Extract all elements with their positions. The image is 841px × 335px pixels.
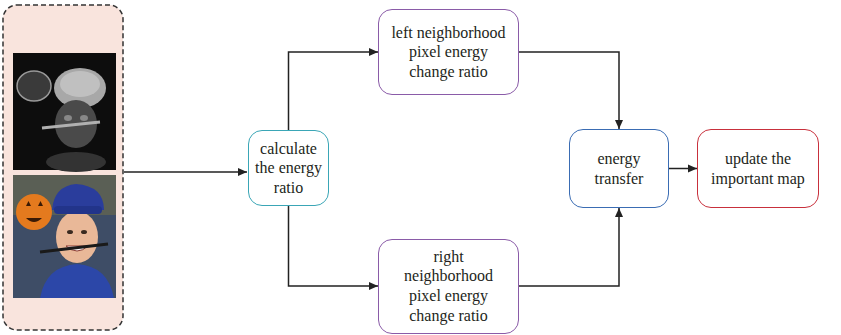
input-photo [13,175,116,298]
node-label: right neighborhood pixel energy change r… [391,247,506,325]
flow-arrow [289,206,379,286]
input-panel [3,5,123,330]
node-content: calculate the energy ratio [254,139,323,198]
flow-arrow [289,52,379,130]
node-label: update the important map [710,149,806,188]
process-box: left neighborhood pixel energy change ra… [378,9,519,95]
input-arrow [124,171,247,173]
node-content: left neighborhood pixel energy change ra… [391,23,506,82]
process-box: energy transfer [569,129,669,208]
process-box: right neighborhood pixel energy change r… [378,239,519,334]
node-content: right neighborhood pixel energy change r… [391,247,506,325]
energy-map-image [13,53,116,172]
process-box: calculate the energy ratio [248,130,329,206]
node-label: energy transfer [578,149,660,188]
output-box: update the important map [697,129,819,208]
node-label: calculate the energy ratio [254,139,323,198]
flow-arrow [669,168,697,170]
node-label: left neighborhood pixel energy change ra… [391,23,506,82]
flow-arrow [519,208,619,286]
flow-arrow [519,52,619,129]
node-content: update the important map [710,149,806,188]
node-content: energy transfer [578,149,660,188]
